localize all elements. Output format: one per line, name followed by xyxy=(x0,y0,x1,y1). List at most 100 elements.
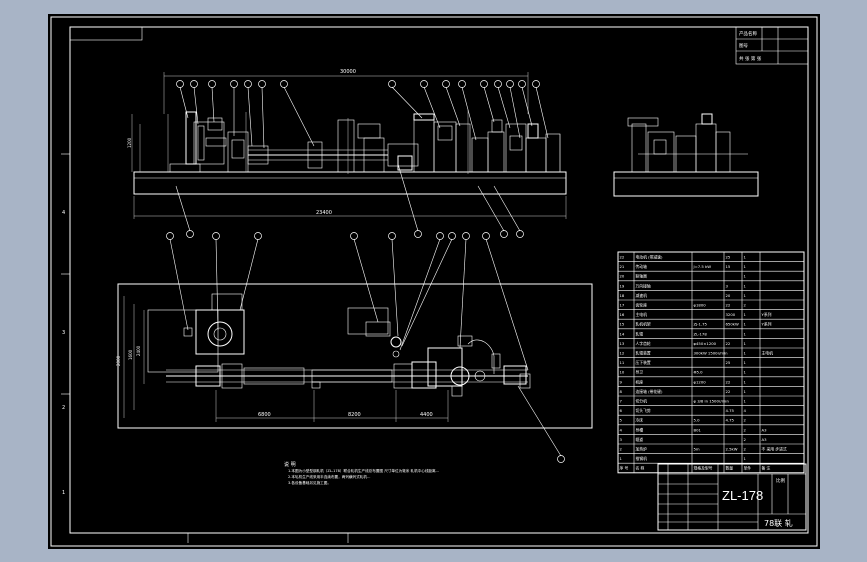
parts-cell-name: 电动机 (带减速) xyxy=(636,255,663,260)
parts-cell-mass: 1 xyxy=(744,331,747,336)
parts-cell-mass: 1 xyxy=(744,360,747,365)
zone-marker-a: 4 xyxy=(62,210,65,216)
parts-cell-note: Y系列 xyxy=(762,312,772,317)
dim-seg-2: 8200 xyxy=(348,412,361,418)
parts-cell-spec: ZL-178 xyxy=(694,331,708,336)
parts-cell-no: 20 xyxy=(620,274,625,279)
parts-cell-no: 22 xyxy=(620,255,625,260)
parts-cell-qty: 22 xyxy=(726,389,731,394)
parts-cell-name: 辊道 xyxy=(636,437,644,442)
zone-marker-c: 2 xyxy=(62,405,65,411)
parts-cell-qty: 2.5kW xyxy=(726,447,738,452)
notes-heading: 说 明 xyxy=(284,461,296,468)
parts-cell-no: 13 xyxy=(620,341,625,346)
parts-cell-name: 轧辊装置 xyxy=(636,351,651,356)
note-line-2: 2.本轧机生产线采用半连续布置，两列横列式轧机… xyxy=(288,474,371,479)
parts-cell-no: 5 xyxy=(620,418,623,423)
dim-overall-top: 30000 xyxy=(340,69,356,75)
parts-cell-note: A3 xyxy=(762,427,768,432)
stand-block-a xyxy=(411,361,437,389)
parts-cell-name: 万向接轴 xyxy=(636,283,651,288)
parts-cell-name: 机座 xyxy=(636,379,644,384)
parts-cell-no: 3 xyxy=(620,437,623,442)
parts-cell-name: 联轴器 xyxy=(636,274,648,279)
dim-seg-1: 6800 xyxy=(258,412,271,418)
parts-cell-spec: J=7.5 kW xyxy=(693,264,712,269)
parts-cell-name: 人字齿轮 xyxy=(636,341,651,346)
parts-cell-spec: 5.0 xyxy=(694,418,701,423)
parts-cell-qty: 22 xyxy=(726,379,731,384)
parts-cell-no: 10 xyxy=(620,370,625,375)
parts-cell-name: 推钢机 xyxy=(636,456,648,461)
parts-cell-name: 轧机机架 xyxy=(636,322,651,327)
parts-cell-mass: 1 xyxy=(744,274,747,279)
parts-cell-no: 4 xyxy=(620,427,623,432)
parts-cell-qty: 25 xyxy=(726,255,731,260)
parts-cell-spec: ZJ-1.75 xyxy=(694,322,708,327)
parts-cell-mass: 1 xyxy=(744,255,747,260)
parts-cell-mass: 1 xyxy=(744,456,747,461)
title-block: ZL-178 比例 78联 轧 xyxy=(657,463,807,531)
parts-cell-no: 11 xyxy=(620,360,625,365)
elevation-leaders xyxy=(175,86,549,232)
parts-cell-name: 冷床 xyxy=(636,418,644,423)
parts-cell-note: A3 xyxy=(762,437,768,442)
parts-cell-qty: 4.75 xyxy=(726,408,735,413)
parts-cell-no: 21 xyxy=(620,264,625,269)
plan-view: 2000 1600 2400 xyxy=(116,283,593,429)
parts-cell-mass: 4 xyxy=(744,408,747,413)
plan-leaders xyxy=(169,238,562,457)
parts-cell-name: 切头飞剪 xyxy=(636,408,651,413)
inner-frame xyxy=(69,26,809,534)
parts-cell-no: 8 xyxy=(620,389,623,394)
parts-cell-qty: 3200 xyxy=(726,312,736,317)
parts-cell-no: 16 xyxy=(620,312,625,317)
zone-marker-d: 1 xyxy=(62,490,65,496)
parts-cell-mass: 1 xyxy=(744,293,747,298)
parts-cell-mass: 1 xyxy=(744,370,747,375)
dim-h-left: 1200 xyxy=(127,137,132,148)
parts-cell-mass: 1 xyxy=(744,341,747,346)
elevation-callouts xyxy=(176,80,540,238)
parts-header-mass: 单件 xyxy=(744,466,752,471)
parts-cell-note: 主电机 xyxy=(762,351,774,356)
parts-cell-name: 导卫 xyxy=(636,370,644,375)
parts-cell-name: 加热炉 xyxy=(636,447,648,452)
parts-cell-no: 6 xyxy=(620,408,623,413)
sheet-name: 78联 轧 xyxy=(764,518,793,528)
side-view xyxy=(613,113,759,197)
parts-cell-spec: φ1800 xyxy=(694,303,707,308)
parts-cell-no: 18 xyxy=(620,293,625,298)
corner-row-1: 产品名称 xyxy=(739,30,757,37)
parts-cell-mass: 2 xyxy=(744,447,747,452)
note-line-3: 3.各设备基础另见施工图。 xyxy=(288,480,331,485)
parts-cell-qty: 15 xyxy=(726,264,731,269)
zone-marker-b: 3 xyxy=(62,330,65,336)
parts-cell-no: 15 xyxy=(620,322,625,327)
parts-cell-qty: 22 xyxy=(726,303,731,308)
parts-cell-no: 12 xyxy=(620,351,625,356)
technical-drawing: 4 3 2 1 产品名称 图号 共 张 第 张 30000 23400 120 xyxy=(50,16,818,547)
zone-markers: 4 3 2 1 xyxy=(61,153,349,543)
parts-cell-spec: φ450×1200 xyxy=(694,341,717,346)
corner-row-3: 共 张 第 张 xyxy=(739,55,762,62)
parts-cell-name: 切分机 xyxy=(636,399,648,404)
parts-cell-mass: 1 xyxy=(744,312,747,317)
parts-cell-name: 导槽 xyxy=(636,427,644,432)
reverse-title-box xyxy=(69,26,143,41)
parts-cell-mass: 1 xyxy=(744,351,747,356)
parts-cell-qty: 3 xyxy=(726,283,729,288)
parts-cell-name: 主电机 xyxy=(636,312,648,317)
parts-cell-spec: φ 3/8 in 1500r/min xyxy=(694,399,730,404)
corner-table: 产品名称 图号 共 张 第 张 xyxy=(735,26,809,65)
parts-header-qty: 数量 xyxy=(726,466,734,471)
parts-cell-spec: 300kW 1500r/min xyxy=(694,351,729,356)
dim-mid-height: 2400 xyxy=(136,345,141,356)
parts-cell-qty: 20 xyxy=(726,293,731,298)
parts-cell-name: 齿轮座 xyxy=(636,303,648,308)
parts-cell-mass: 2 xyxy=(744,427,747,432)
parts-cell-no: 1 xyxy=(620,456,623,461)
drawing-code: ZL-178 xyxy=(722,488,763,503)
parts-cell-no: 7 xyxy=(620,399,623,404)
